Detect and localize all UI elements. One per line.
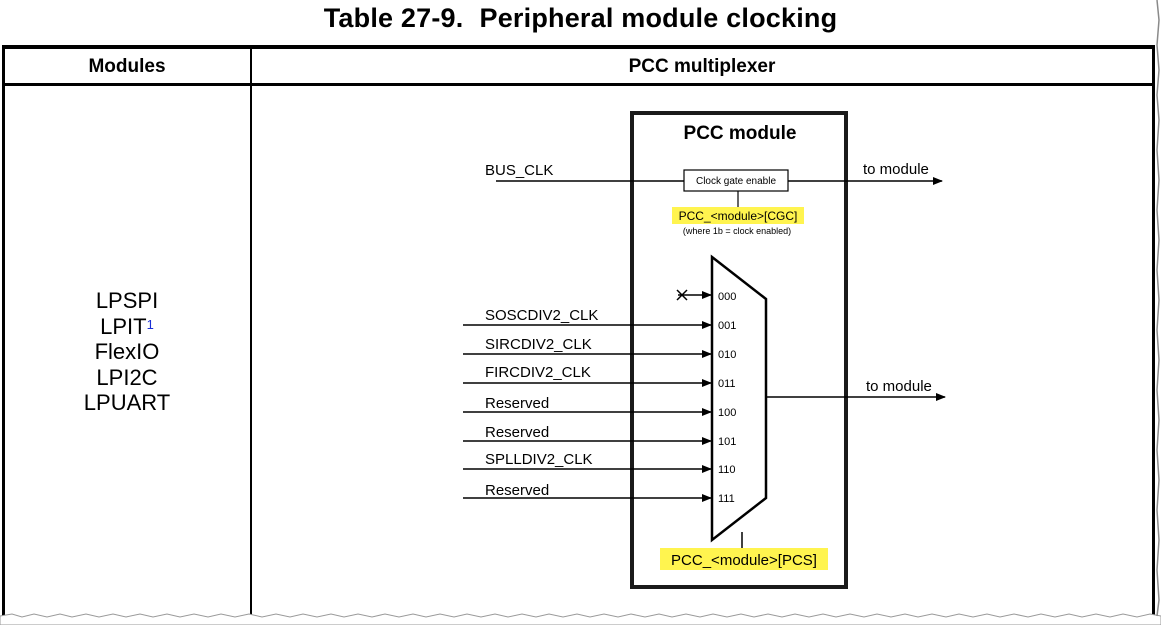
mux-code: 110	[718, 464, 736, 476]
pcc-module-title: PCC module	[684, 123, 797, 144]
module-item: LPSPI	[95, 288, 159, 313]
table-right-border	[1152, 45, 1155, 625]
mux-to-module-label: to module	[866, 378, 932, 395]
module-item: LPIT1	[100, 313, 154, 339]
clock-gate-label: Clock gate enable	[696, 176, 776, 187]
table-left-border	[2, 45, 5, 625]
multiplexer-shape	[710, 254, 768, 543]
header-modules: Modules	[88, 56, 166, 77]
torn-edge-right	[1156, 0, 1160, 617]
mux-input-signal: Reserved	[485, 482, 549, 499]
mux-code: 100	[718, 407, 736, 419]
mux-code: 101	[718, 436, 736, 448]
mux-input-signal: SOSCDIV2_CLK	[485, 307, 598, 324]
module-item: LPI2C	[96, 364, 158, 390]
header-bottom-rule	[2, 83, 1155, 86]
table-title: Table 27-9. Peripheral module clocking	[0, 3, 1161, 34]
column-divider	[250, 47, 252, 625]
cgc-note: (where 1b = clock enabled)	[683, 226, 791, 236]
bus-clk-label: BUS_CLK	[485, 162, 553, 179]
mux-code: 011	[718, 378, 736, 390]
mux-input-signal: SPLLDIV2_CLK	[485, 451, 593, 468]
table-top-rule	[2, 45, 1155, 49]
pcs-register-label: PCC_<module>[PCS]	[671, 552, 817, 569]
torn-edge	[0, 613, 1161, 625]
cgc-highlight	[672, 207, 804, 224]
module-item: LPUART	[83, 390, 171, 415]
cgc-register-label: PCC_<module>[CGC]	[679, 209, 798, 223]
module-list: LPSPI LPIT1 FlexIO LPI2C LPUART	[2, 288, 252, 416]
table-number: Table 27-9.	[323, 3, 464, 33]
pcs-highlight	[660, 548, 828, 570]
header-pcc-multiplexer: PCC multiplexer	[628, 56, 776, 77]
module-item: FlexIO	[94, 339, 160, 364]
pcc-module-box	[630, 111, 848, 589]
mux-code: 111	[718, 493, 735, 505]
mux-input-signal: FIRCDIV2_CLK	[485, 364, 591, 381]
mux-code: 001	[718, 320, 736, 332]
gate-to-module-label: to module	[863, 161, 929, 178]
mux-input-signal: Reserved	[485, 395, 549, 412]
mux-input-signal: SIRCDIV2_CLK	[485, 336, 592, 353]
table-caption: Peripheral module clocking	[479, 3, 838, 33]
mux-input-signal: Reserved	[485, 424, 549, 441]
mux-code: 010	[718, 349, 736, 361]
no-connect-icon	[676, 289, 688, 301]
footnote-link[interactable]: 1	[146, 316, 154, 332]
mux-code: 000	[718, 291, 736, 303]
